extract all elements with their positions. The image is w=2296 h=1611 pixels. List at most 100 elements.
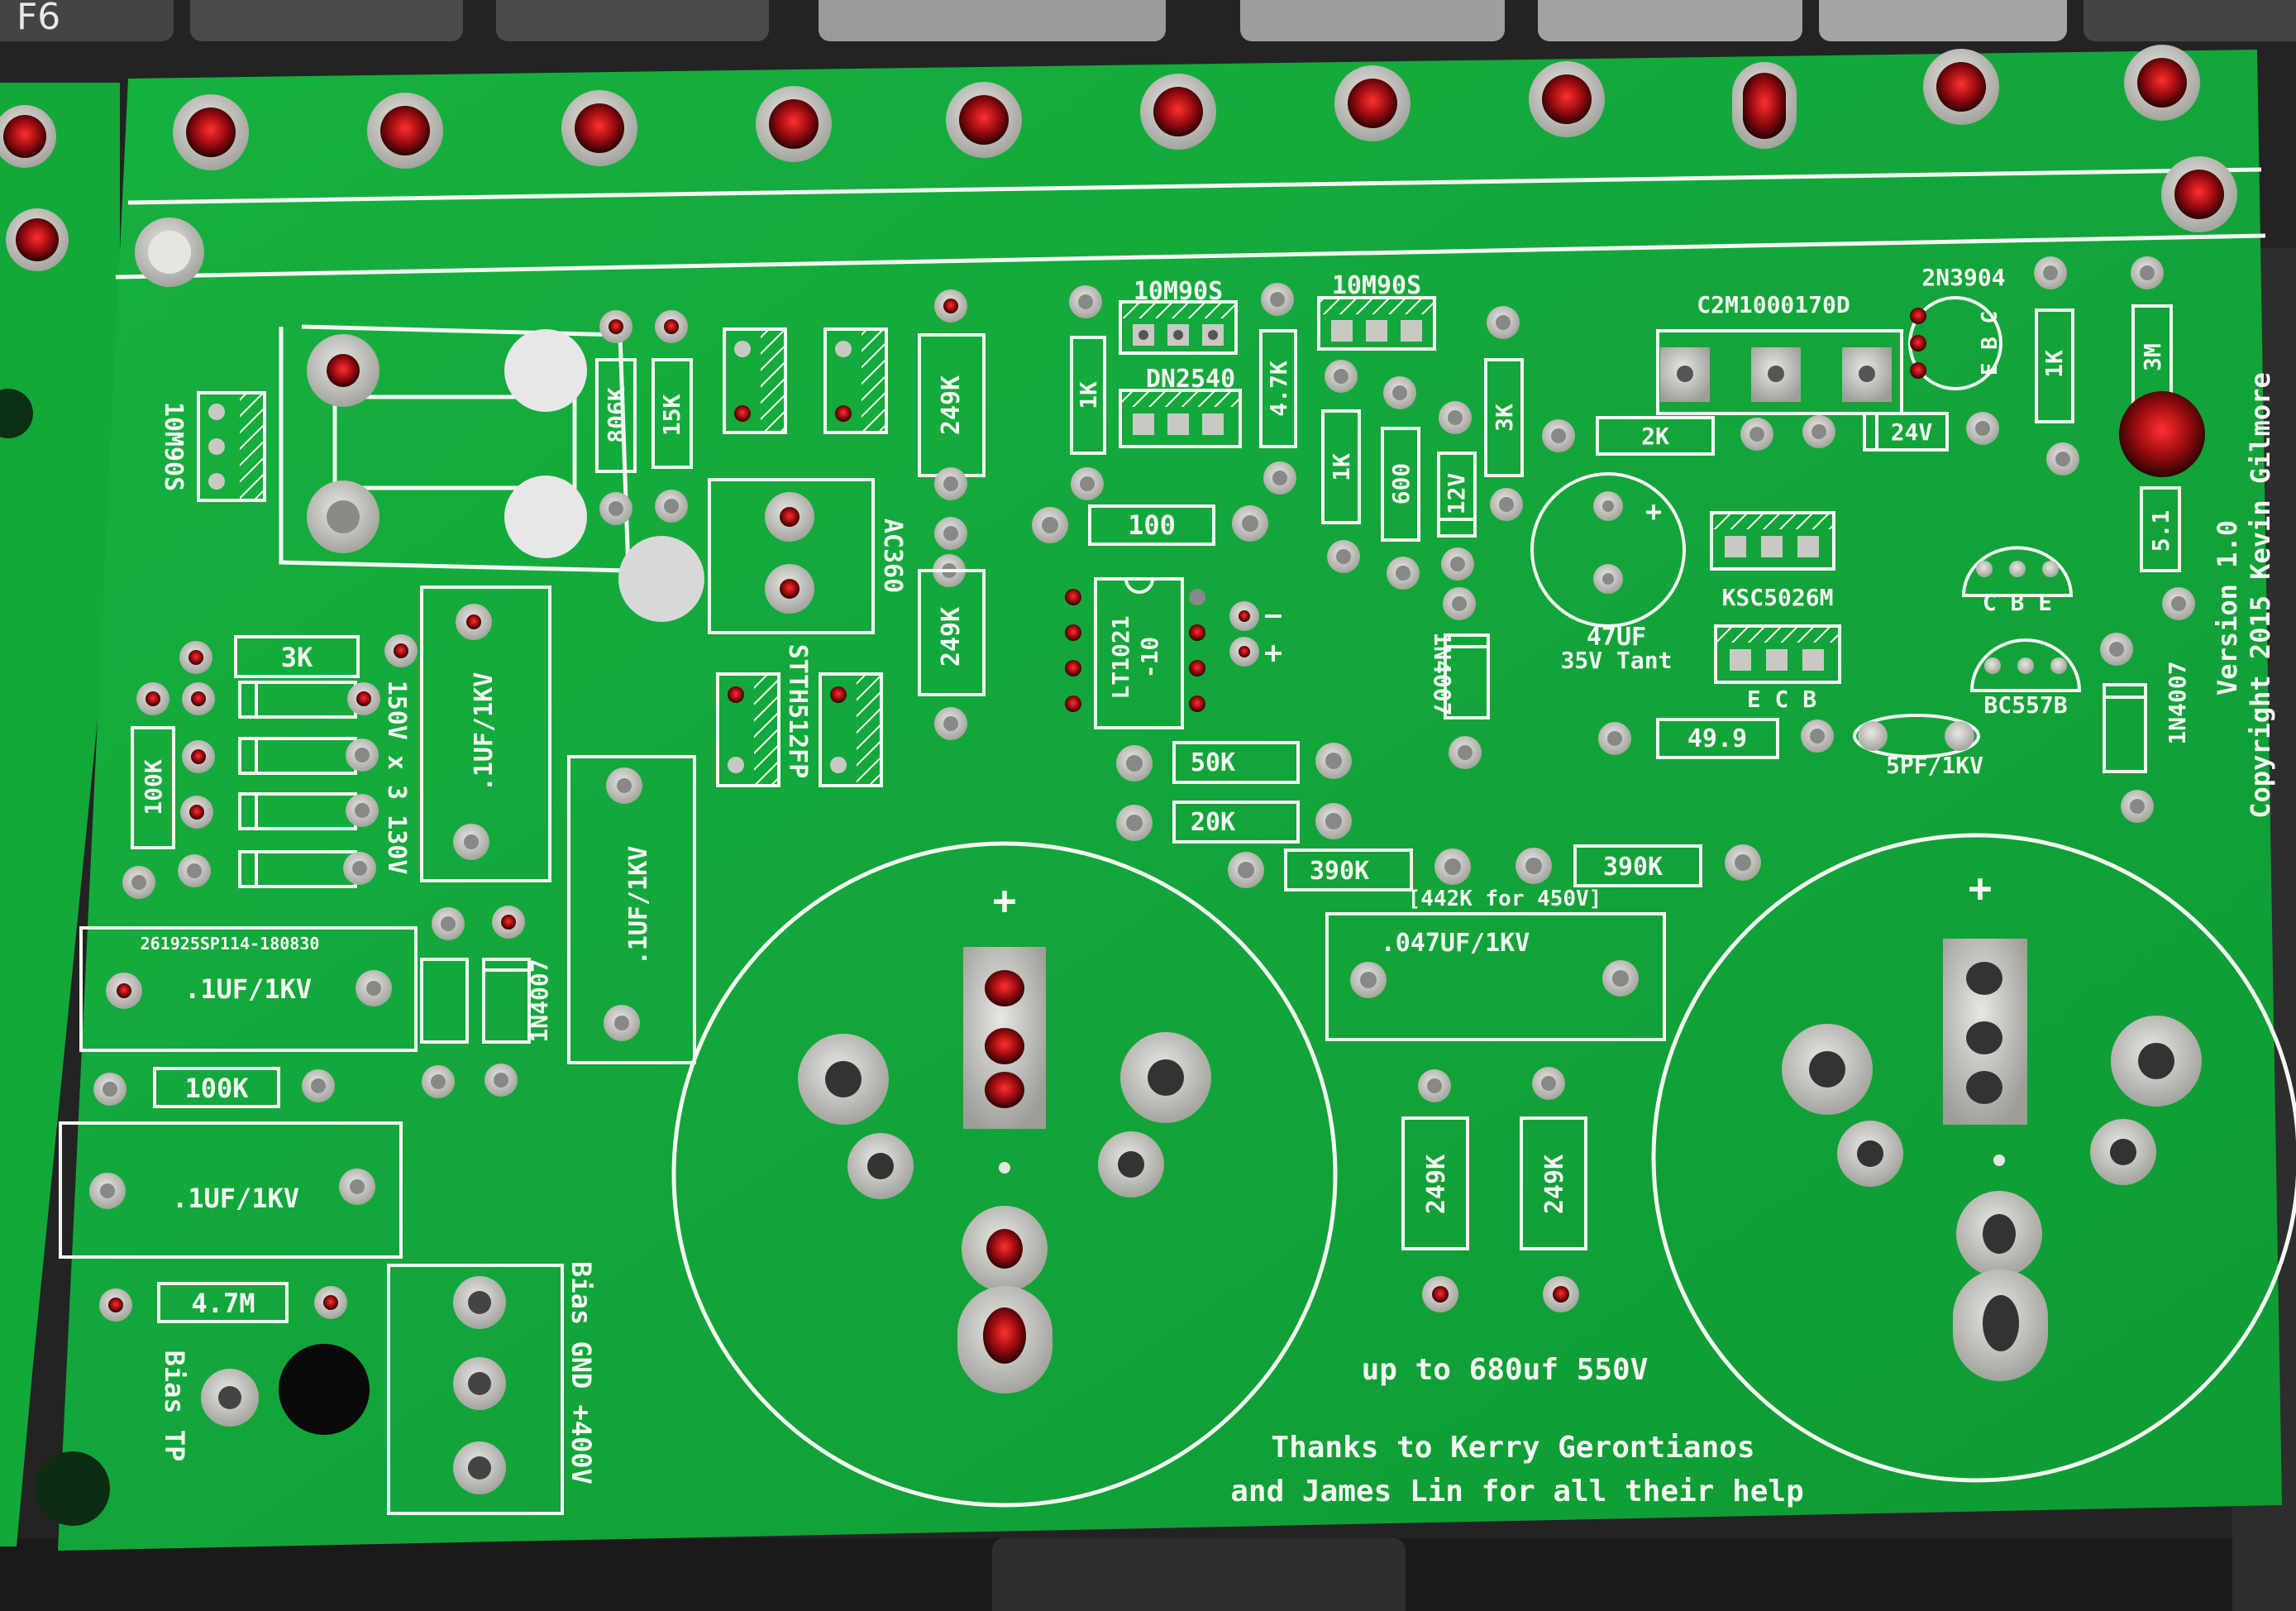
- fet-dn2540: [1119, 389, 1242, 448]
- label-ecb: E C B: [1747, 686, 1816, 713]
- label-10m90s-top2: 10M90S: [1332, 271, 1421, 300]
- label-100k-h: 100K: [184, 1073, 249, 1104]
- top-holes: [135, 45, 2237, 287]
- reg-10m90s-top1: [1119, 300, 1238, 355]
- transistor-ecb: E C B: [1714, 624, 1841, 713]
- label-1k-c: 1K: [2041, 350, 2068, 378]
- cap-1uf-c: .1UF/1KV: [79, 926, 418, 1052]
- resistor-100: 100: [1032, 504, 1268, 546]
- version-text: Version 1.0 Copyright 2015 Kevin Gilmore: [2212, 372, 2276, 818]
- ic-lt1021: LT1021 -10: [1065, 577, 1205, 729]
- resistor-3k-b: 3K: [179, 634, 418, 678]
- resistor-249k-d: 249K: [1520, 1067, 1587, 1312]
- label-150v-130v: 150V x 3 130V: [382, 681, 411, 875]
- label-lt1021-line1: LT1021: [1107, 615, 1134, 699]
- label-bias-tp: Bias TP: [159, 1350, 190, 1462]
- resistor-4.7m: 4.7M: [99, 1282, 347, 1323]
- zener-12v: 12V: [1437, 401, 1477, 581]
- label-442k-note: [442K for 450V]: [1408, 887, 1602, 911]
- label-3m: 3M: [2139, 343, 2166, 371]
- mosfet-c2m: [1656, 329, 1903, 415]
- big-cap-left: +: [671, 841, 1338, 1508]
- resistor-20k: 20K: [1116, 801, 1352, 844]
- label-20k: 20K: [1191, 808, 1235, 837]
- resistor-4.7k: 4.7K: [1259, 283, 1297, 495]
- label-249k-c: 249K: [1422, 1154, 1451, 1214]
- label-lt1021-line2: -10: [1136, 637, 1163, 679]
- neighbor-board: [0, 83, 120, 1546]
- transistor-bc557b: BC557B: [1969, 638, 2082, 719]
- bias-section: Bias TP Bias GND +400V: [36, 1261, 597, 1526]
- label-1uf-d: .1UF/1KV: [172, 1183, 299, 1214]
- resistor-806k: 806K: [595, 310, 637, 525]
- label-1n4007-mid: 1N4007: [1429, 632, 1456, 715]
- label-3k-a: 3K: [1491, 404, 1518, 432]
- label-cap-note: up to 680uf 550V: [1362, 1353, 1649, 1387]
- label-1n4007-left: 1N4007: [526, 958, 553, 1042]
- heatsink-outline: [279, 324, 704, 622]
- label-1uf-c: .1UF/1KV: [184, 973, 312, 1005]
- resistor-100k-v: 100K: [122, 682, 175, 899]
- label-4.7k: 4.7K: [1265, 361, 1292, 417]
- cap-047uf: .047UF/1KV: [1325, 912, 1666, 1041]
- label-stth512fp: STTH512FP: [783, 644, 812, 779]
- label-15k: 15K: [658, 394, 685, 437]
- label-1k-a: 1K: [1075, 381, 1102, 409]
- label-ac360: AC360: [878, 519, 907, 593]
- resistor-49.9: 49.9: [1598, 718, 1834, 759]
- resistor-15k: 15K: [652, 310, 693, 523]
- resistor-600: 600: [1381, 376, 1420, 590]
- label-ebc-2n3904: E B C: [1978, 311, 2002, 375]
- resistor-100k-h: 100K: [93, 1067, 335, 1108]
- resistor-249k-a: 249K: [918, 289, 986, 550]
- label-tant-plus: +: [1645, 495, 1662, 528]
- cap-1uf-b: .1UF/1KV: [567, 755, 696, 1064]
- label-4.7m: 4.7M: [191, 1288, 255, 1319]
- transistor-cbe: C B E: [1961, 546, 2074, 616]
- label-2k: 2K: [1641, 423, 1669, 450]
- label-bias-gnd: Bias GND +400V: [566, 1261, 597, 1484]
- diode-array-130v: 150V x 3 130V: [178, 681, 411, 888]
- tant-cap-47uf: + 47UF 35V Tant: [1530, 472, 1686, 674]
- label-1n4007-right: 1N4007: [2164, 661, 2191, 744]
- label-version: Version 1.0: [2212, 520, 2243, 696]
- label-100: 100: [1128, 509, 1176, 541]
- resistor-50k: 50K: [1116, 741, 1352, 784]
- label-copyright: Copyright 2015 Kevin Gilmore: [2245, 372, 2276, 818]
- diode-1n4007-right: 1N4007: [2100, 633, 2191, 823]
- label-47uf: 47UF: [1587, 623, 1646, 652]
- label-1k-b: 1K: [1328, 453, 1355, 481]
- label-2n3904: 2N3904: [1921, 264, 2005, 291]
- main-pcb: 10M90S 806K 15K AC3: [36, 45, 2296, 1551]
- label-5pf: 5PF/1KV: [1886, 752, 1983, 779]
- label-249k-a: 249K: [937, 375, 966, 435]
- label-390k-b: 390K: [1603, 853, 1663, 882]
- cap-5pf: 5PF/1KV: [1853, 714, 1983, 779]
- resistor-3k-a: 3K: [1484, 306, 1524, 521]
- hole-red-right: [2119, 391, 2205, 477]
- resistor-1k-c: 1K: [2034, 256, 2079, 476]
- label-390k-a: 390K: [1310, 857, 1369, 886]
- label-249k-d: 249K: [1540, 1154, 1569, 1214]
- label-thanks-1: Thanks to Kerry Gerontianos: [1271, 1431, 1754, 1465]
- big-cap-right: +: [1651, 833, 2296, 1483]
- label-49.9: 49.9: [1687, 724, 1747, 753]
- resistor-1k-b: 1K: [1321, 360, 1361, 573]
- label-249k-b: 249K: [937, 607, 966, 667]
- label-24v: 24V: [1891, 418, 1933, 446]
- label-plus-right: +: [1969, 865, 1993, 911]
- cap-1uf-d: .1UF/1KV: [59, 1121, 403, 1259]
- label-35v-tant: 35V Tant: [1561, 647, 1673, 674]
- cap-1uf-a: .1UF/1KV: [420, 586, 551, 882]
- label-cbe: C B E: [1983, 589, 2052, 616]
- label-50k: 50K: [1191, 748, 1235, 777]
- label-c2m1000170d: C2M1000170D: [1697, 291, 1850, 318]
- reg-10m90s-left: 10M90S: [159, 391, 266, 502]
- label-100k-v: 100K: [140, 759, 167, 815]
- resistor-1k-a: 1K: [1069, 285, 1106, 500]
- diode-1n4007-left: 1N4007: [420, 906, 553, 1098]
- resistor-390k-a: 390K: [1228, 849, 1471, 892]
- label-part-code: 261925SP114-180830: [141, 934, 320, 954]
- resistor-390k-b: 390K: [1516, 844, 1761, 887]
